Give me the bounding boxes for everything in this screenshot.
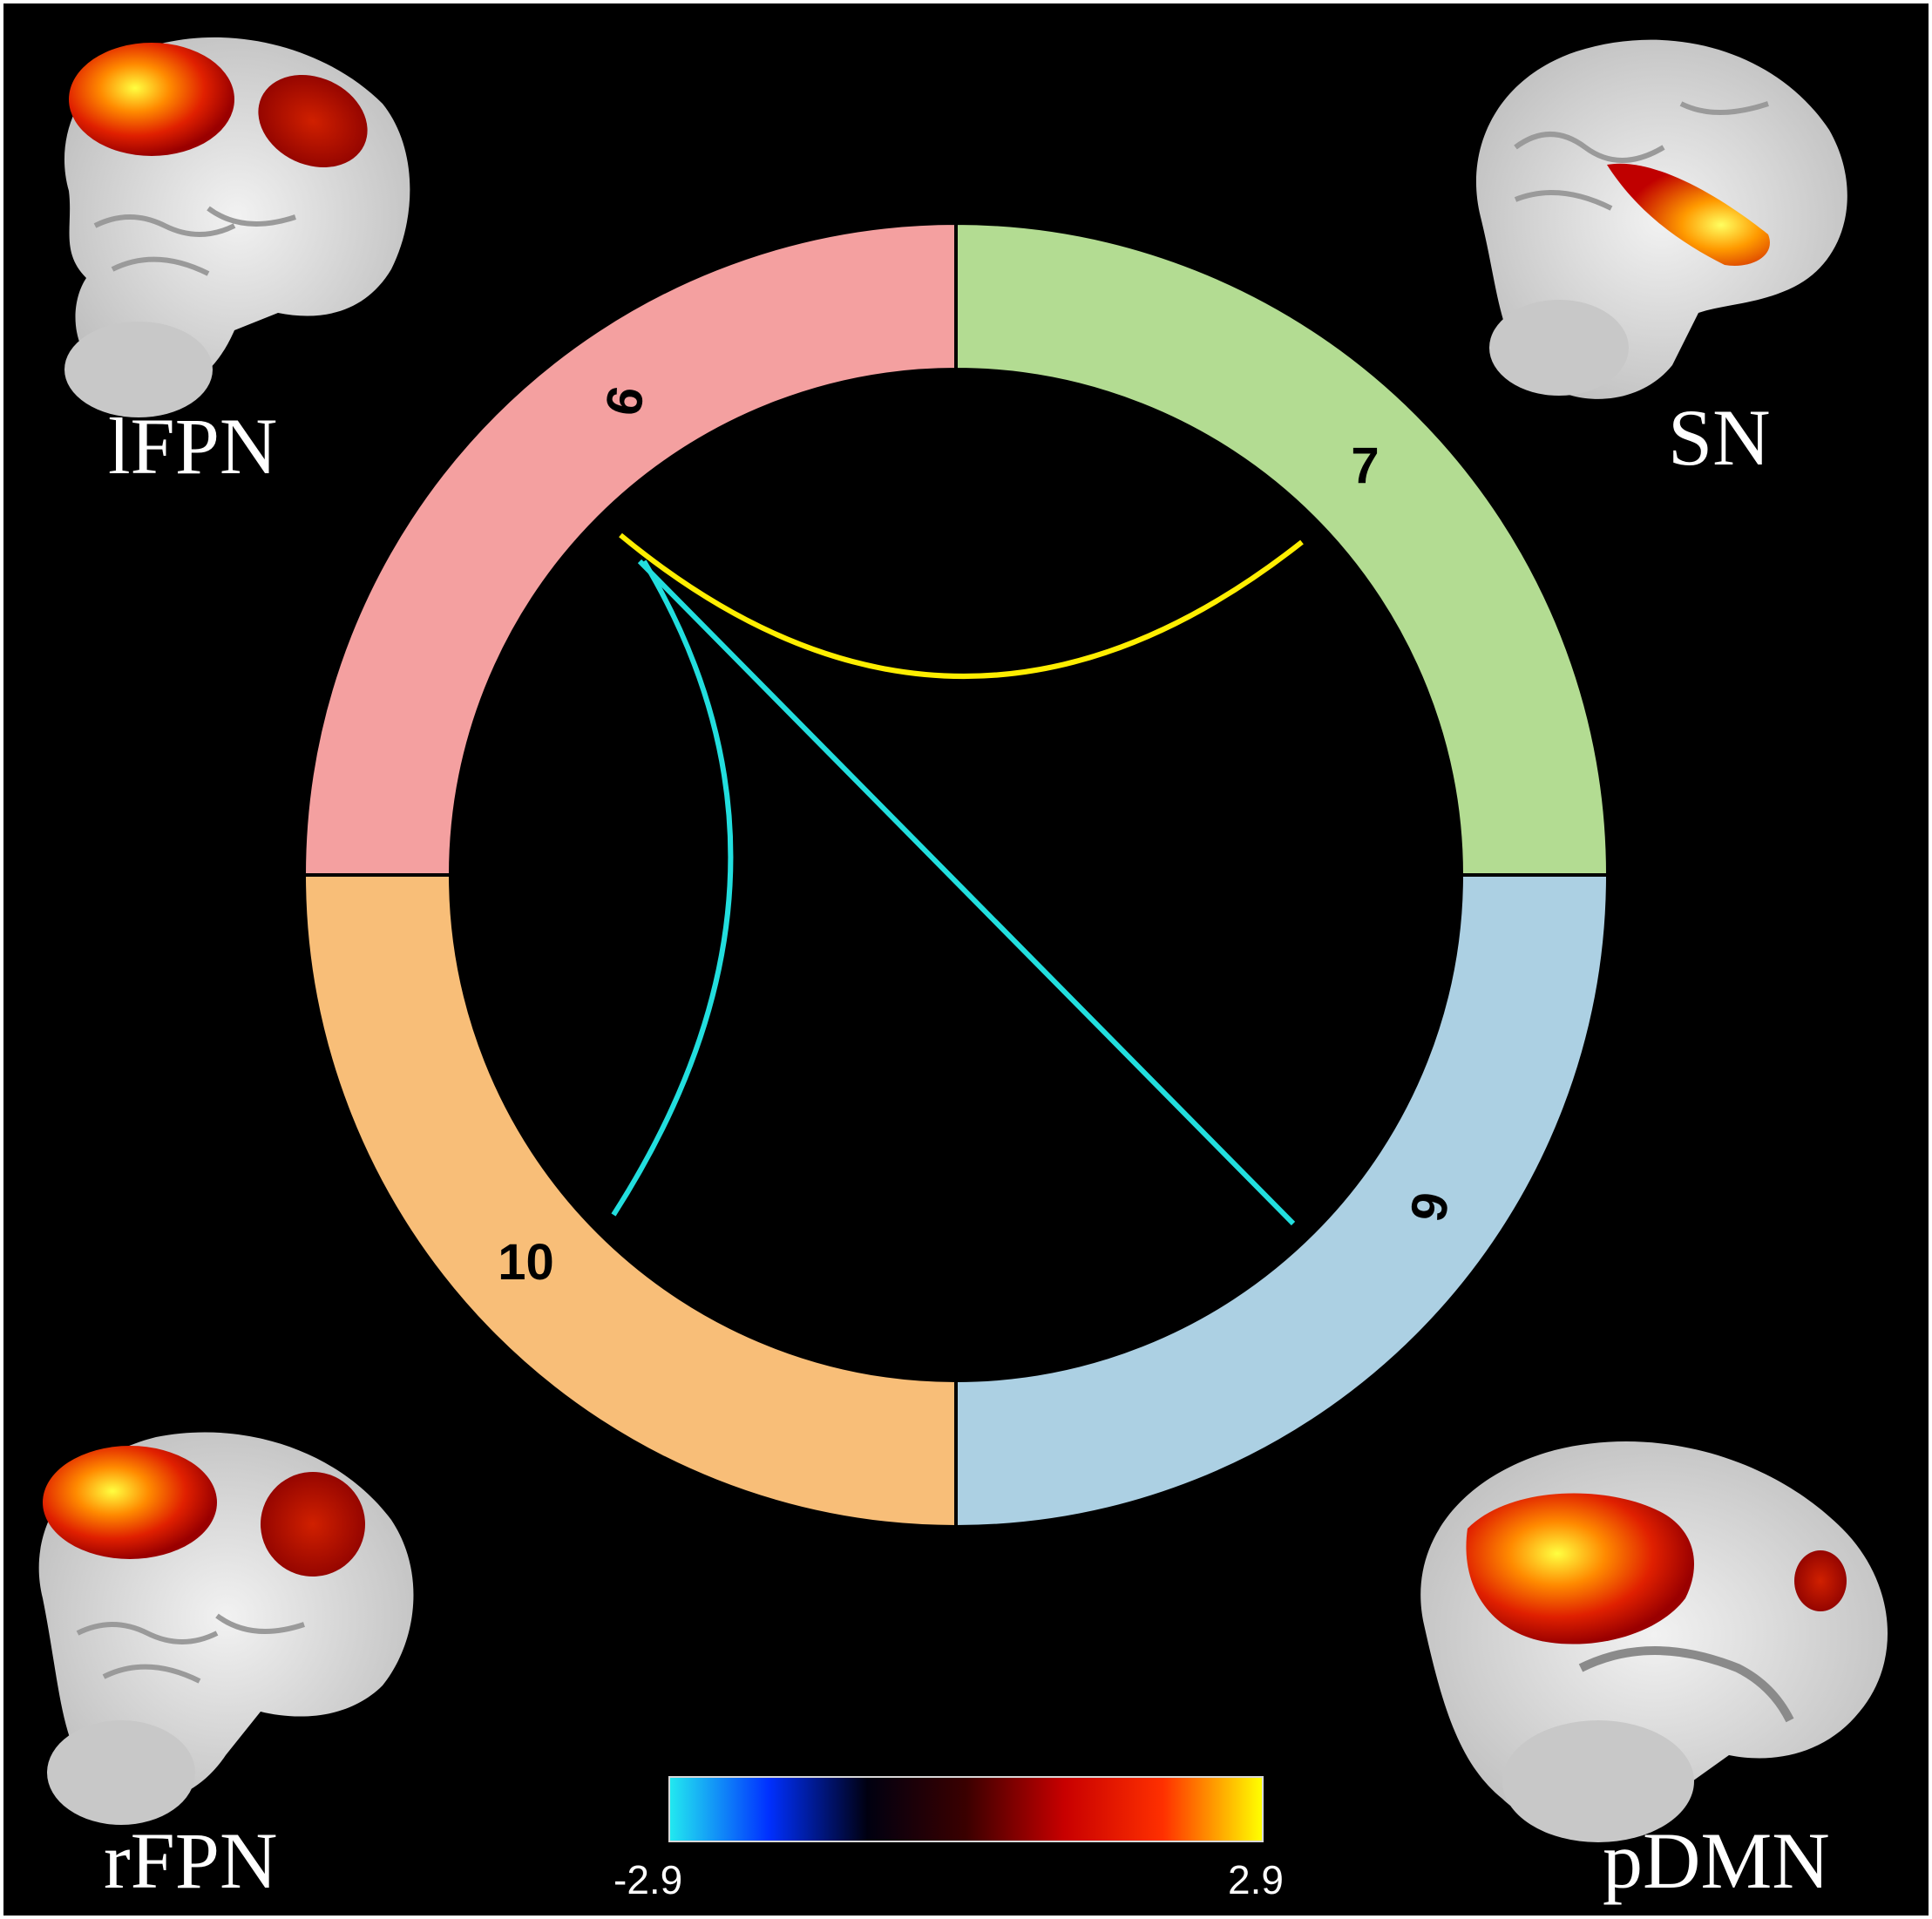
- colorbar: [668, 1776, 1264, 1842]
- colorbar-min-label: -2.9: [613, 1857, 683, 1902]
- connection-lfpn-sn: [619, 532, 1304, 679]
- brain-image-rfpn: [38, 1432, 414, 1825]
- brain-image-lfpn: [64, 37, 410, 417]
- ring-segment-rfpn: [302, 873, 958, 1529]
- brain-image-pdmn: [1420, 1441, 1888, 1842]
- network-label-lfpn: lFPN: [108, 402, 278, 491]
- connections: [611, 532, 1304, 1226]
- network-label-pdmn: pDMN: [1603, 1816, 1830, 1905]
- ring-segment-lfpn: [302, 220, 958, 877]
- connection-lfpn-rfpn: [611, 559, 734, 1217]
- network-label-rfpn: rFPN: [104, 1816, 278, 1905]
- node-count-rfpn: 10: [498, 1234, 554, 1291]
- node-count-sn: 7: [1351, 437, 1379, 494]
- colorbar-max-label: 2.9: [1228, 1857, 1284, 1902]
- connection-lfpn-pdmn: [637, 559, 1296, 1226]
- ring-segment-sn: [954, 220, 1610, 877]
- brain-image-sn: [1475, 39, 1847, 399]
- network-label-sn: SN: [1668, 393, 1771, 482]
- ring-segment-pdmn: [954, 873, 1610, 1529]
